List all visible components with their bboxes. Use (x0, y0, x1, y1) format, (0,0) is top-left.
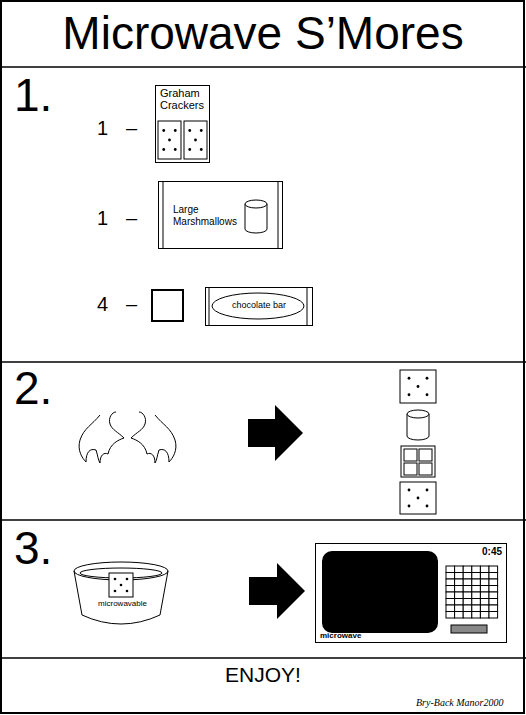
chocolate-square (152, 290, 183, 321)
signature: Bry-Back Manor2000 (416, 697, 503, 708)
dash: – (126, 293, 137, 315)
step-number: 2. (14, 363, 52, 414)
bowl-outline (72, 553, 170, 627)
step-number: 3. (14, 523, 52, 574)
dash: – (126, 117, 137, 139)
step-arrow (248, 405, 303, 461)
quantity: 1 (97, 117, 108, 139)
quantity: 4 (97, 293, 108, 315)
microwave-oven: 0:45 microwave (315, 543, 507, 643)
divider (0, 361, 526, 363)
dash: – (126, 207, 137, 229)
chocolate-bar-wrapper: chocolate bar (205, 287, 313, 326)
quantity: 1 (97, 207, 108, 229)
appliance-label: microwave (320, 632, 361, 641)
smore-stack (400, 370, 436, 514)
closing-text: ENJOY! (0, 663, 526, 686)
divider (0, 519, 526, 521)
step-arrow (249, 563, 305, 619)
node-text: Graham Crackers (156, 86, 209, 111)
hands (79, 412, 176, 463)
cracker-squares (158, 121, 207, 159)
timer-display: 0:45 (448, 546, 502, 557)
step-number: 1. (14, 70, 52, 121)
microwavable-bowl: microwavable (72, 553, 173, 627)
microwave-art (322, 551, 498, 633)
title: Microwave S’Mores (0, 8, 526, 59)
node-text: Large Marshmallows (173, 204, 247, 227)
marshmallow-pack-art (163, 181, 278, 249)
marshmallow-package: Large Marshmallows (158, 181, 283, 249)
divider (0, 66, 526, 68)
node-text: chocolate bar (206, 301, 312, 311)
cracker-dots (162, 129, 428, 507)
divider (0, 657, 526, 659)
graham-cracker-box: Graham Crackers (155, 85, 210, 163)
node-text: microwavable (72, 600, 173, 609)
